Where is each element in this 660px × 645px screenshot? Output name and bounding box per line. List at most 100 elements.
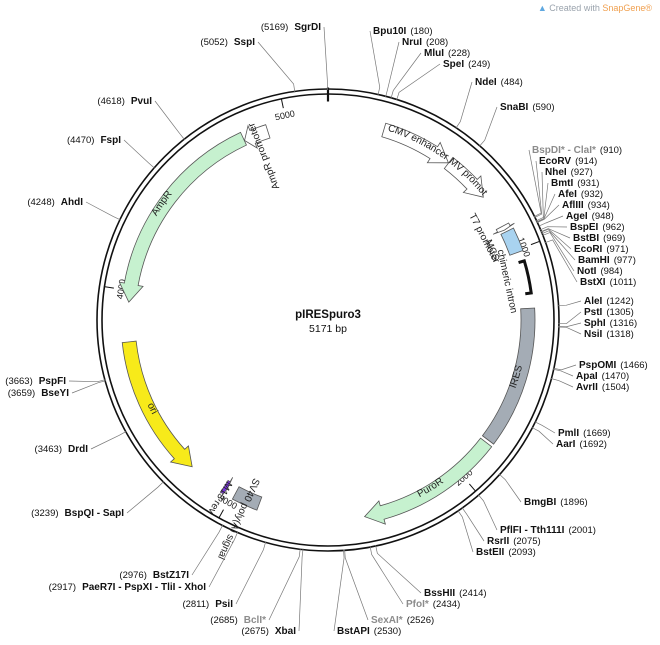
site-label: ApaI(1470)	[576, 371, 629, 382]
site-position: (249)	[468, 59, 490, 70]
site-paer7i-pspxi-tlii-xhoi: (2917)PaeR7I - PspXI - TliI - XhoI	[49, 531, 239, 593]
site-position: (948)	[592, 211, 614, 222]
site-name: FspI	[100, 135, 121, 146]
site-label: (2811)PsiI	[182, 599, 233, 610]
site-leader-line	[534, 421, 556, 434]
site-label: (4618) PvuI	[97, 96, 152, 107]
site-name: BstBI	[573, 233, 599, 244]
site-bamhi: BamHI (977)	[541, 230, 636, 266]
ori-label: ori	[145, 401, 160, 416]
site-leader-line	[333, 549, 345, 632]
site-position: (2434)	[433, 599, 460, 610]
site-position: (1470)	[602, 371, 629, 382]
site-bpu10i: Bpu10I(180)	[369, 26, 433, 96]
site-name: PstI	[584, 307, 603, 318]
site-pmli: PmlI(1669)	[534, 421, 611, 439]
site-position: (590)	[532, 102, 554, 113]
site-ahdi: (4248)AhdI	[27, 197, 121, 221]
site-bcli-: (2685)BclI*	[210, 548, 301, 626]
site-leader-line	[123, 139, 156, 169]
site-label: (2917)PaeR7I - PspXI - TliI - XhoI	[49, 582, 207, 593]
site-name: AleI	[584, 296, 603, 307]
site-name: BmtI	[551, 178, 573, 189]
site-position: (1669)	[583, 428, 610, 439]
site-name: AflIII	[562, 200, 584, 211]
site-label: EcoRI(971)	[574, 244, 629, 255]
site-label: BstEII(2093)	[476, 547, 536, 558]
plasmid-size: 5171 bp	[309, 323, 347, 335]
site-leader-line	[557, 322, 582, 328]
site-name: BstXI	[580, 277, 606, 288]
site-leader-line	[557, 300, 582, 307]
site-pspomi: PspOMI(1466)	[552, 360, 648, 371]
site-name: PspFI	[39, 376, 66, 387]
site-leader-line	[323, 26, 328, 91]
site-position: (1305)	[606, 307, 633, 318]
site-name: AfeI	[558, 189, 577, 200]
site-sexai-: SexAI*(2526)	[344, 549, 434, 626]
site-leader-line	[68, 379, 106, 383]
site-position: (1316)	[610, 318, 637, 329]
site-name: SexAI*	[371, 615, 403, 626]
site-label: BssHII(2414)	[424, 588, 487, 599]
site-position: (2811)	[182, 599, 209, 610]
site-psti: PstI(1305)	[557, 307, 634, 324]
plasmid-name: pIRESpuro3	[295, 309, 361, 321]
site-name: SphI	[584, 318, 606, 329]
site-leader-line	[541, 230, 576, 261]
cmv-enhancer-feature	[381, 122, 450, 164]
site-position: (971)	[606, 244, 628, 255]
site-position: (977)	[614, 255, 636, 266]
site-position: (2075)	[513, 536, 540, 547]
site-name: Bpu10I	[373, 26, 407, 37]
site-name: PspOMI	[579, 360, 616, 371]
site-name: BstZ17I	[153, 570, 189, 581]
site-name: NdeI	[475, 77, 497, 88]
site-name: BssHII	[424, 588, 455, 599]
site-leader-line	[528, 149, 542, 218]
site-position: (2976)	[119, 570, 146, 581]
features: CMV enhancerCMV promoterT7 promoterMCSch…	[0, 0, 536, 561]
site-leader-line	[557, 326, 582, 335]
site-name: EcoRI	[574, 244, 603, 255]
tick-label: 5000	[274, 108, 296, 122]
site-position: (1318)	[606, 329, 633, 340]
site-leader-line	[457, 509, 474, 553]
ires-feature	[481, 307, 536, 445]
site-leader-line	[552, 364, 577, 371]
site-name: SnaBI	[500, 102, 529, 113]
site-name: BamHI	[578, 255, 610, 266]
site-name: BstAPI	[337, 626, 370, 637]
site-label: BamHI (977)	[578, 255, 636, 266]
site-position: (4618)	[97, 96, 124, 107]
site-pspfi: (3663)PspFI	[5, 376, 106, 387]
site-leader-line	[455, 81, 473, 129]
site-position: (1692)	[579, 439, 606, 450]
site-leader-line	[369, 546, 404, 605]
site-leader-line	[71, 380, 107, 394]
site-label: BspEI(962)	[570, 222, 625, 233]
cmv-promoter-feature	[443, 156, 484, 198]
site-position: (228)	[448, 48, 470, 59]
site-label: (4470)FspI	[67, 135, 121, 146]
site-xbai: (2675)XbaI	[241, 548, 304, 637]
site-rsrii: RsrII(2075)	[461, 506, 541, 547]
site-sspi: (5052)SspI	[200, 37, 296, 93]
site-position: (969)	[603, 233, 625, 244]
site-label: SphI (1316)	[584, 318, 637, 329]
site-leader-line	[535, 171, 544, 222]
site-position: (927)	[571, 167, 593, 178]
site-leader-line	[126, 480, 165, 514]
site-ndei: NdeI(484)	[455, 77, 523, 129]
site-position: (2685)	[210, 615, 237, 626]
site-name: PvuI	[131, 96, 152, 107]
site-name: AgeI	[566, 211, 588, 222]
site-label: AvrII(1504)	[576, 382, 629, 393]
site-bstz17i: (2976) BstZ17I	[119, 524, 224, 581]
site-name: NotI	[577, 266, 597, 277]
restriction-sites: (5169)SgrDI(5052)SspI(4618)PvuI(4470)Fsp…	[5, 22, 647, 637]
site-name: AvrII	[576, 382, 598, 393]
site-bseyi: (3659)BseYI	[8, 380, 107, 399]
site-position: (1011)	[610, 277, 637, 288]
snapgene-credit: ▲ Created with SnapGene®	[538, 3, 652, 13]
